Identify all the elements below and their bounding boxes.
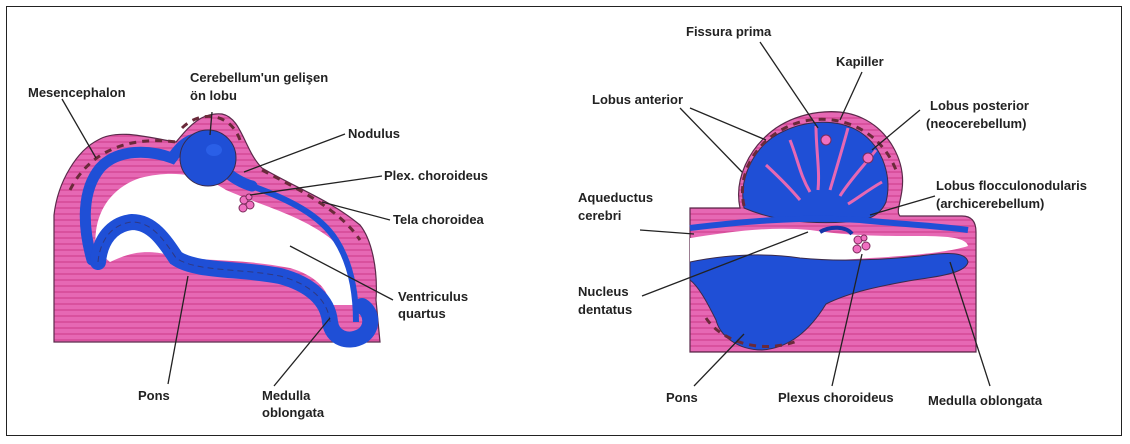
label-plex-choroideus: Plex. choroideus <box>384 168 488 183</box>
label-nodulus: Nodulus <box>348 126 400 141</box>
label-ventriculus-line2: quartus <box>398 306 446 321</box>
label-fissura-prima: Fissura prima <box>686 24 772 39</box>
left-cerebellum-blob <box>180 130 236 186</box>
label-aqueductus-line2: cerebri <box>578 208 621 223</box>
label-medulla-oblongata: Medulla oblongata <box>928 393 1043 408</box>
label-aqueductus-line1: Aqueductus <box>578 190 653 205</box>
label-lobus-posterior-line1: Lobus posterior <box>930 98 1029 113</box>
label-tela-choroidea: Tela choroidea <box>393 212 485 227</box>
label-kapiller: Kapiller <box>836 54 884 69</box>
label-cerebellum-line2: ön lobu <box>190 88 237 103</box>
label-nucleus-line2: dentatus <box>578 302 632 317</box>
label-ventriculus-line1: Ventriculus <box>398 289 468 304</box>
label-nucleus-line1: Nucleus <box>578 284 629 299</box>
label-lobus-floc-line2: (archicerebellum) <box>936 196 1044 211</box>
label-pons-right: Pons <box>666 390 698 405</box>
label-plexus-choroideus: Plexus choroideus <box>778 390 894 405</box>
label-lobus-anterior: Lobus anterior <box>592 92 683 107</box>
label-lobus-posterior-line2: (neocerebellum) <box>926 116 1026 131</box>
left-figure: Mesencephalon Cerebellum'un gelişen ön l… <box>28 70 488 420</box>
label-lobus-floc-line1: Lobus flocculonodularis <box>936 178 1087 193</box>
right-figure: Fissura prima Kapiller Lobus anterior Lo… <box>578 24 1087 408</box>
label-medulla-line2: oblongata <box>262 405 325 420</box>
label-mesencephalon: Mesencephalon <box>28 85 126 100</box>
label-pons-left: Pons <box>138 388 170 403</box>
label-cerebellum-line1: Cerebellum'un gelişen <box>190 70 328 85</box>
label-medulla-line1: Medulla <box>262 388 311 403</box>
